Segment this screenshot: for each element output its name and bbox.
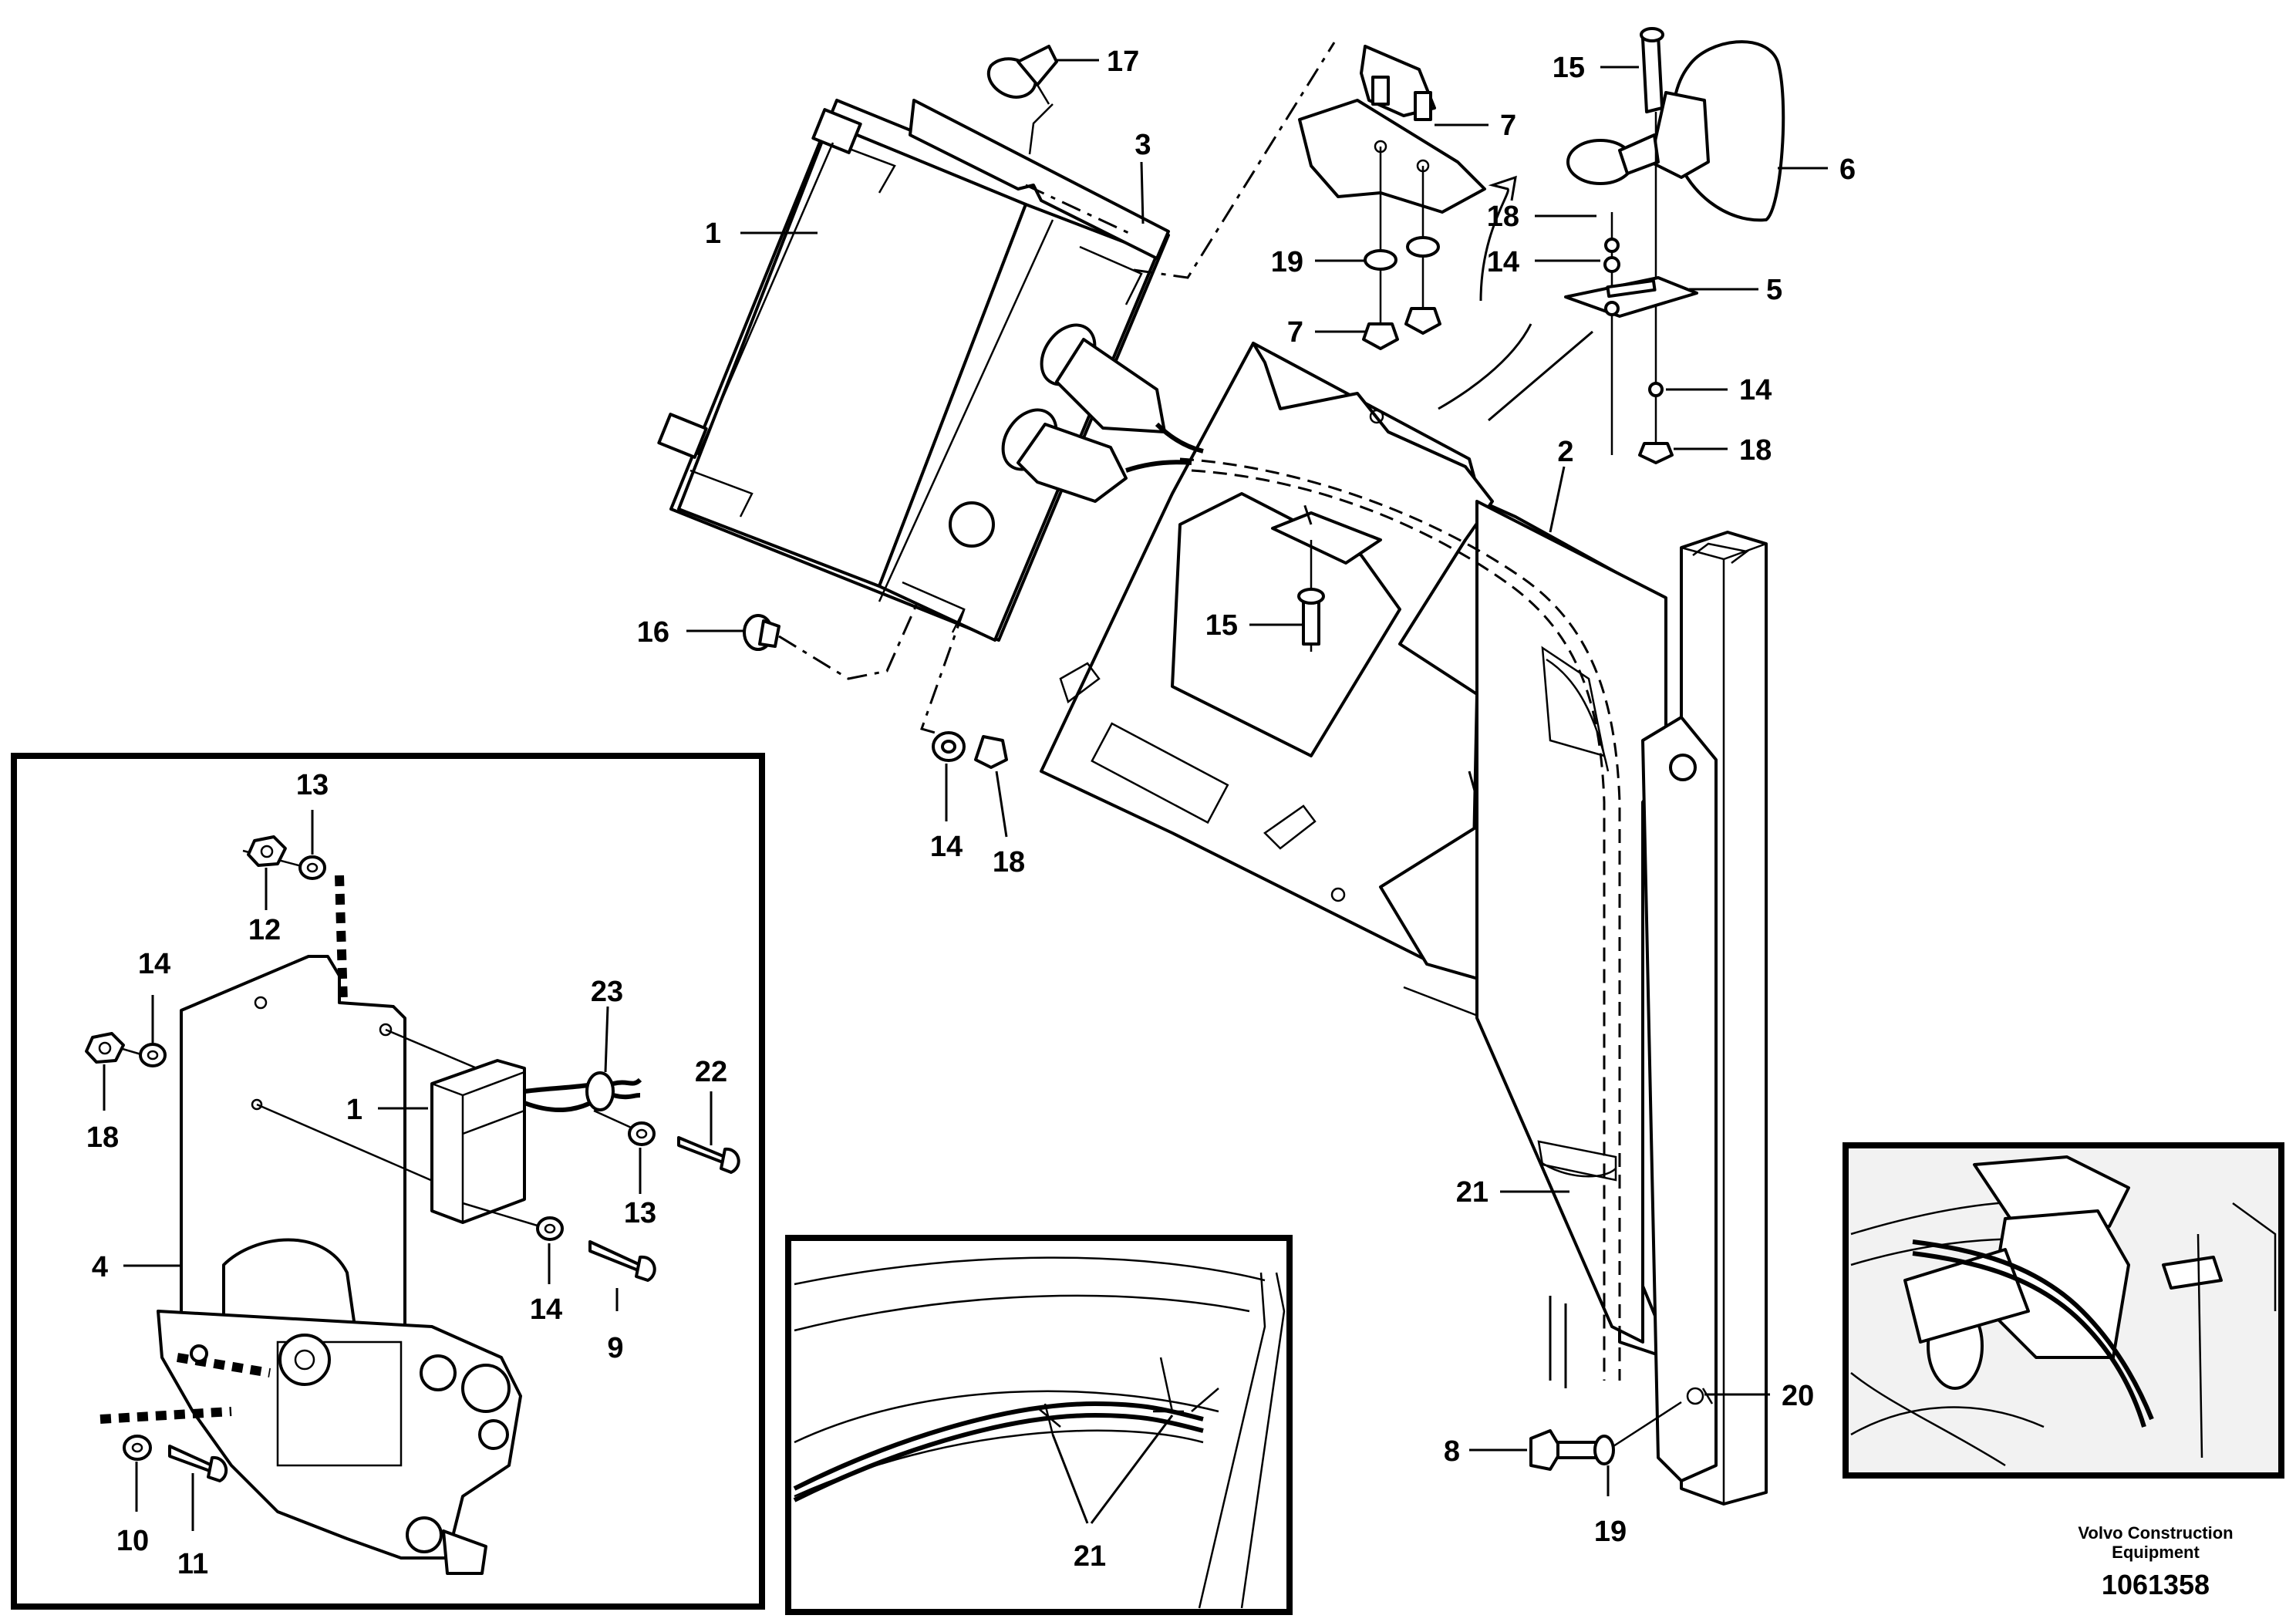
svg-text:12: 12 (248, 914, 281, 946)
callout-7-top: 7 (1435, 110, 1516, 142)
svg-text:16: 16 (637, 616, 669, 649)
callout-23: 23 (591, 976, 623, 1073)
svg-text:18: 18 (993, 846, 1025, 878)
callout-18-bottom: 18 (993, 771, 1025, 878)
mounting-screw (743, 601, 919, 680)
svg-text:21: 21 (1074, 1540, 1106, 1573)
main-assembly: 1 3 17 7 19 7 15 6 18 14 5 14 18 2 15 16… (637, 27, 1856, 1548)
svg-text:15: 15 (1205, 609, 1238, 642)
svg-text:14: 14 (138, 948, 170, 980)
svg-text:7: 7 (1500, 110, 1516, 142)
callout-18-inset: 18 (86, 1064, 119, 1154)
drawing-number: 1061358 (2102, 1569, 2210, 1600)
svg-text:11: 11 (177, 1548, 208, 1580)
unit-bracket (909, 42, 1336, 279)
svg-text:18: 18 (1739, 434, 1772, 467)
connector (1040, 323, 1204, 454)
callout-9: 9 (607, 1288, 624, 1364)
svg-text:17: 17 (1107, 46, 1139, 78)
callout-1-inset: 1 (346, 1094, 428, 1126)
callout-3: 3 (1135, 129, 1151, 224)
callout-13-bottom: 13 (624, 1148, 656, 1229)
callout-7-mid: 7 (1287, 316, 1365, 349)
callout-17: 17 (1057, 46, 1139, 78)
svg-text:9: 9 (607, 1332, 623, 1364)
left-inset: 13 12 14 18 23 22 1 13 4 14 9 10 11 (11, 753, 765, 1610)
svg-text:15: 15 (1553, 52, 1585, 84)
cable-harness (1179, 457, 1621, 1388)
callout-4: 4 (92, 1251, 180, 1283)
callout-21-inset: 21 (1051, 1415, 1174, 1573)
svg-text:21: 21 (1456, 1176, 1489, 1209)
callout-19-bottom: 19 (1594, 1465, 1627, 1548)
svg-text:6: 6 (1839, 153, 1856, 186)
svg-text:22: 22 (695, 1056, 727, 1088)
callout-14-inset: 14 (138, 948, 170, 1043)
svg-text:10: 10 (116, 1525, 149, 1557)
svg-text:4: 4 (92, 1251, 108, 1283)
svg-text:14: 14 (930, 831, 963, 863)
svg-text:13: 13 (624, 1197, 656, 1229)
callout-13-top: 13 (296, 769, 329, 855)
callout-20: 20 (1704, 1380, 1814, 1412)
svg-text:1: 1 (346, 1094, 362, 1126)
connector (1001, 408, 1192, 503)
svg-text:20: 20 (1782, 1380, 1814, 1412)
callout-11: 11 (177, 1473, 208, 1580)
callout-5: 5 (1689, 274, 1782, 306)
callout-2: 2 (1549, 436, 1574, 533)
svg-text:18: 18 (86, 1121, 119, 1154)
svg-text:14: 14 (1487, 246, 1519, 278)
window-screw (1271, 501, 1382, 652)
cable-routing-inset: 21 (785, 1235, 1293, 1615)
callout-19-top: 19 (1271, 246, 1365, 278)
callout-16: 16 (637, 616, 744, 649)
svg-text:1: 1 (705, 218, 721, 250)
photo-inset (1843, 1142, 2284, 1479)
control-unit (657, 99, 1204, 642)
callout-12: 12 (248, 868, 281, 946)
company-line-2: Equipment (2112, 1543, 2200, 1562)
drawing-footer: Volvo Construction Equipment 1061358 (2078, 1523, 2233, 1600)
svg-text:14: 14 (1739, 374, 1772, 406)
callout-8: 8 (1444, 1435, 1527, 1468)
callout-6: 6 (1778, 153, 1856, 186)
svg-text:3: 3 (1135, 129, 1151, 161)
callout-14-inset-bottom: 14 (530, 1243, 562, 1326)
washer-and-nut (920, 609, 1008, 769)
svg-text:5: 5 (1766, 274, 1782, 306)
svg-text:19: 19 (1594, 1516, 1627, 1548)
svg-text:7: 7 (1287, 316, 1303, 349)
callout-10: 10 (116, 1462, 149, 1557)
callout-18-top: 18 (1487, 201, 1596, 233)
callout-22: 22 (695, 1056, 727, 1145)
svg-text:19: 19 (1271, 246, 1303, 278)
callout-14-top: 14 (1487, 246, 1600, 278)
svg-text:8: 8 (1444, 1435, 1460, 1468)
square-column (1641, 531, 1768, 1506)
callout-15-top: 15 (1553, 52, 1639, 84)
wing-bolt (986, 45, 1058, 155)
callout-14-bottom: 14 (930, 764, 963, 863)
callout-21: 21 (1456, 1176, 1569, 1209)
svg-text:18: 18 (1487, 201, 1519, 233)
sensor-head (1488, 27, 1785, 464)
bolt-and-washer (1529, 1388, 1714, 1471)
svg-text:2: 2 (1557, 436, 1573, 468)
sensor-bracket (1298, 45, 1532, 410)
callout-14-right: 14 (1666, 374, 1772, 406)
svg-text:14: 14 (530, 1293, 562, 1326)
svg-text:13: 13 (296, 769, 329, 801)
callout-1: 1 (705, 218, 818, 250)
callout-18-right: 18 (1674, 434, 1772, 467)
callout-15-mid: 15 (1205, 609, 1302, 642)
company-line-1: Volvo Construction (2078, 1523, 2233, 1543)
svg-text:23: 23 (591, 976, 623, 1008)
